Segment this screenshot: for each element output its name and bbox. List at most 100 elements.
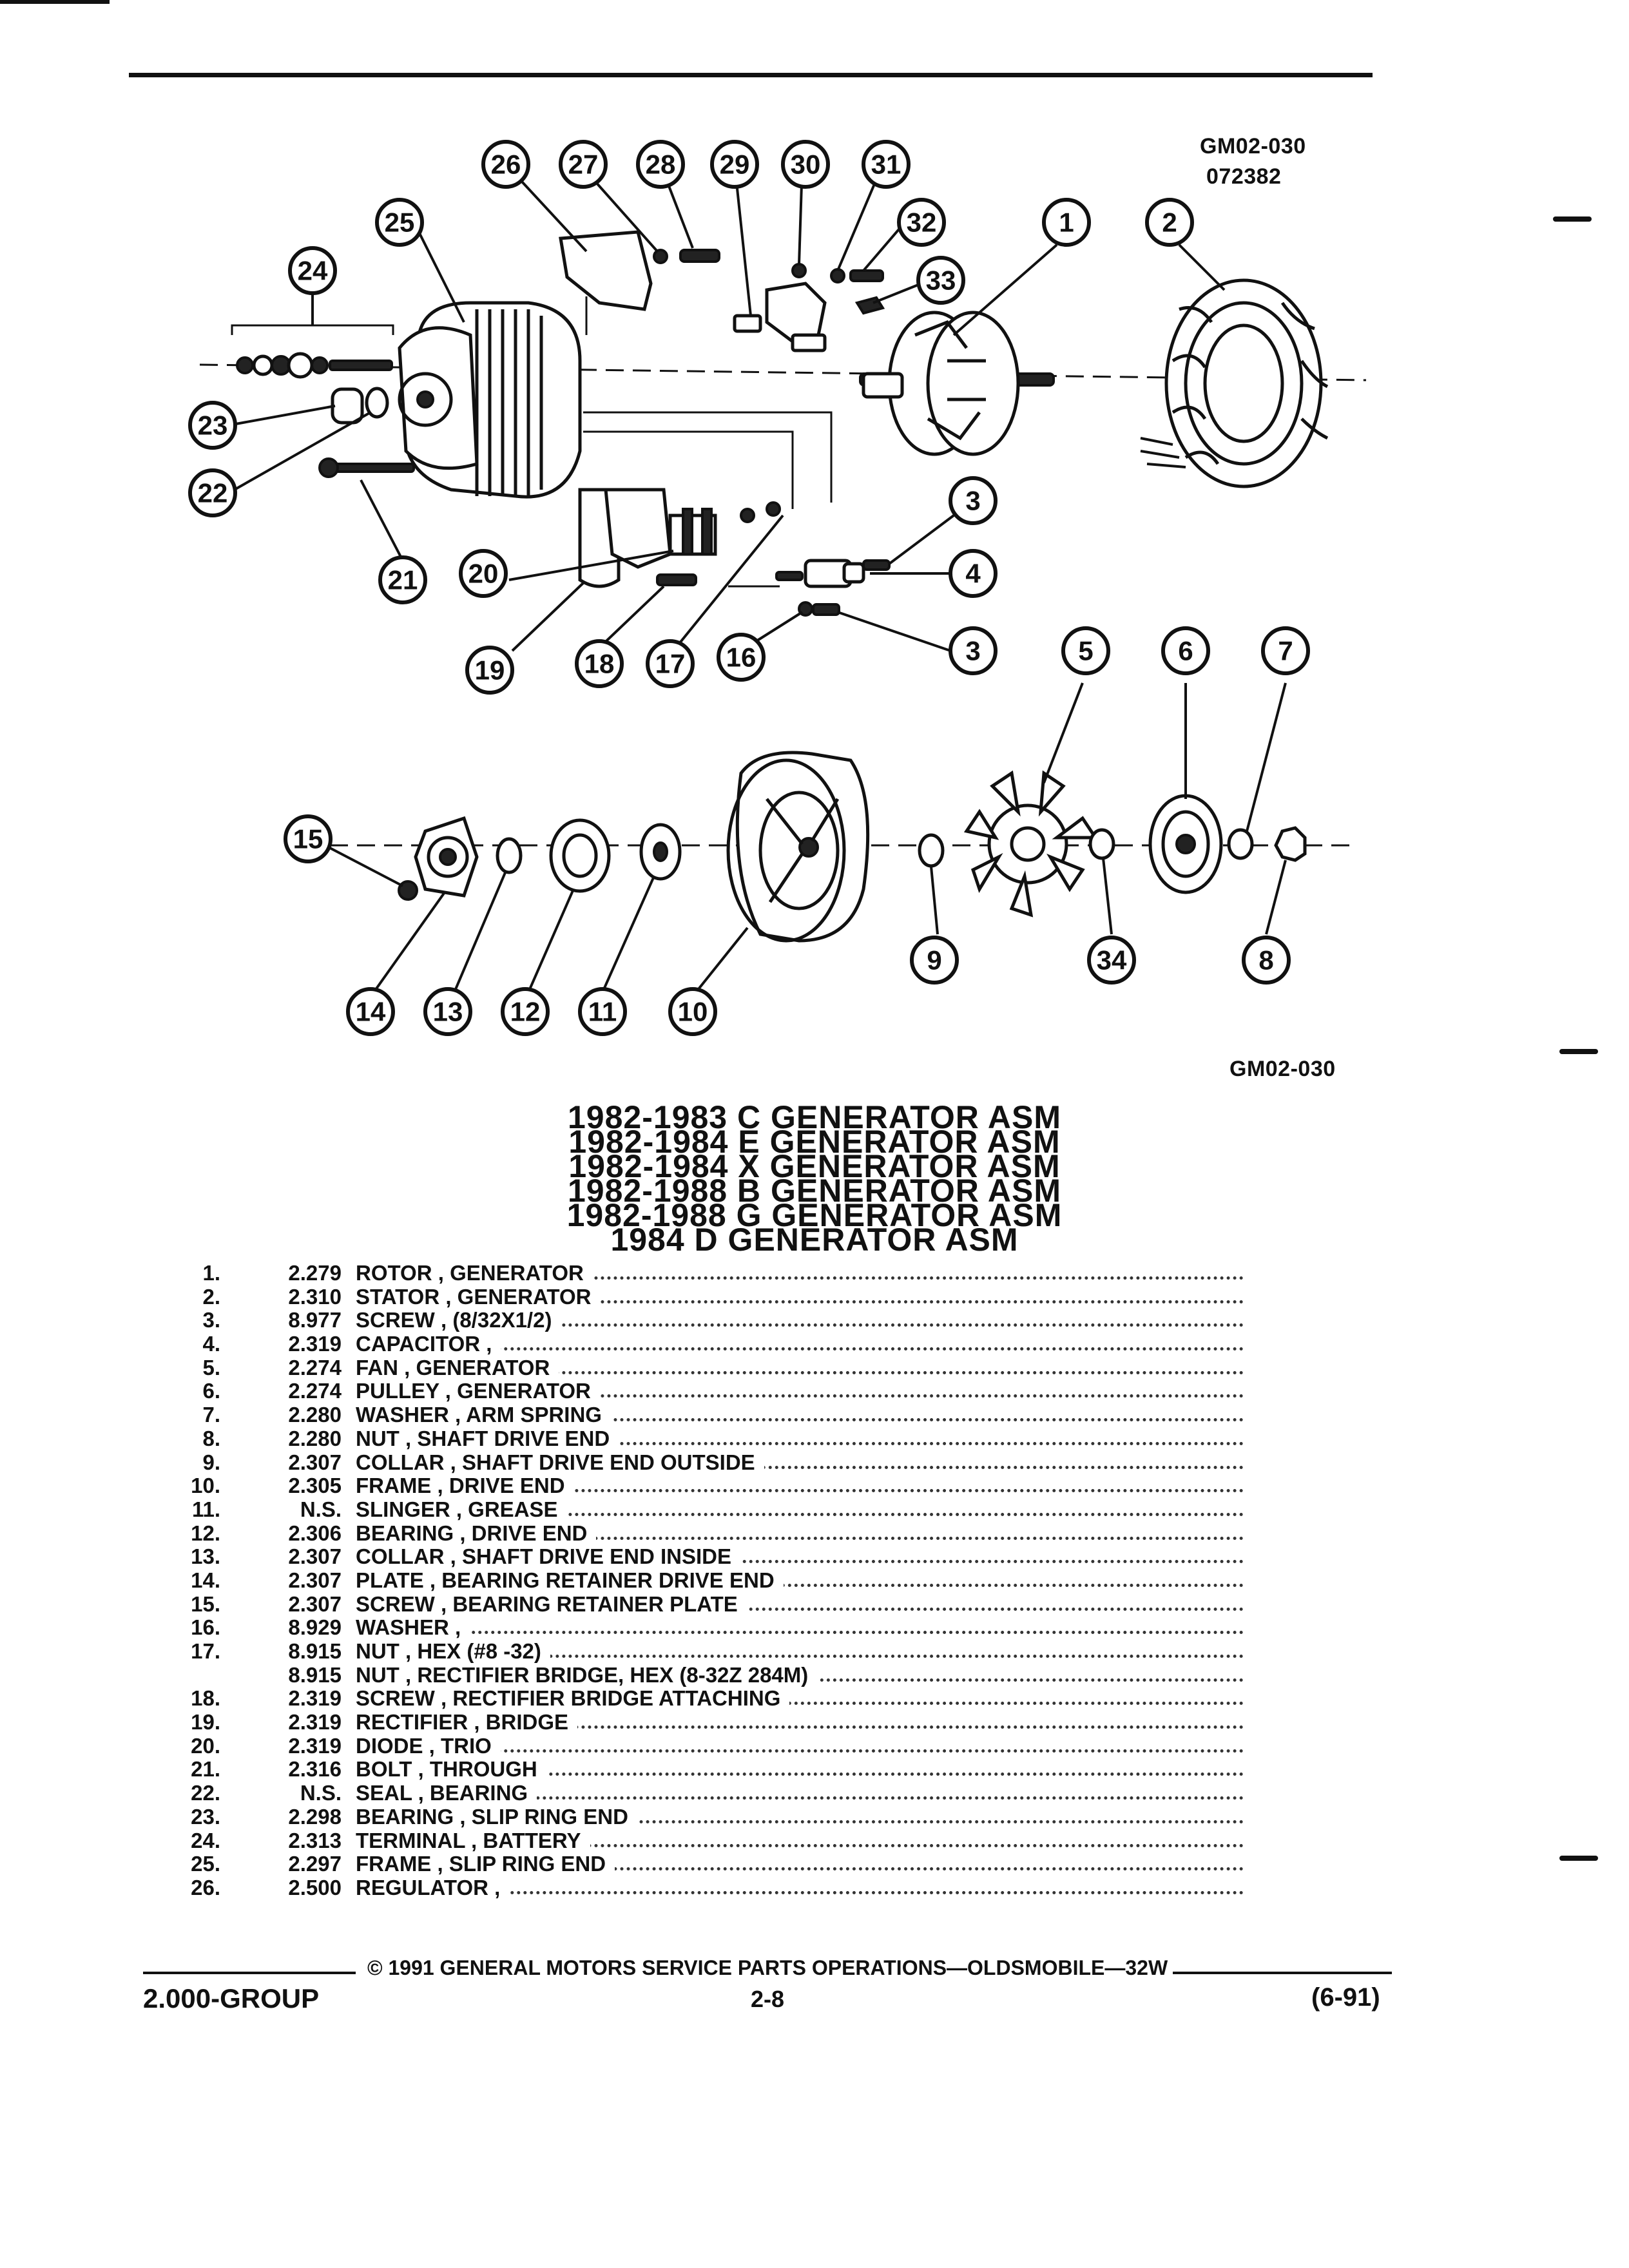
outside-collar-part <box>918 833 945 868</box>
svg-text:2: 2 <box>1162 207 1177 238</box>
footer-rule-left <box>143 1972 356 1974</box>
item-number: 25. <box>191 1852 220 1876</box>
svg-text:9: 9 <box>927 945 941 975</box>
svg-text:34: 34 <box>1097 945 1127 975</box>
callout-6: 6 <box>1161 626 1210 675</box>
figure-date: 072382 <box>1206 164 1282 189</box>
part-description: SCREW , BEARING RETAINER PLATE <box>356 1592 747 1616</box>
part-description: FRAME , SLIP RING END <box>356 1852 615 1876</box>
part-description: FRAME , DRIVE END <box>356 1474 574 1498</box>
part-description: WASHER , ARM SPRING <box>356 1403 611 1427</box>
rectifier-bridge-part <box>578 488 672 588</box>
callout-10: 10 <box>668 987 717 1036</box>
parts-row: 11.N.S.SLINGER , GREASE <box>180 1497 1244 1522</box>
item-number: 7. <box>202 1403 220 1427</box>
group-code: 2.319 <box>288 1332 342 1356</box>
rectifier-screw-part <box>656 573 697 586</box>
assembly-title: 1982-1988 G GENERATOR ASM <box>566 1197 1063 1233</box>
upper-axis-line <box>199 363 1367 381</box>
parts-row: 25. 2.297 FRAME , SLIP RING END <box>180 1852 1244 1876</box>
top-corner-rule <box>0 0 110 4</box>
group-code: 2.306 <box>288 1521 342 1545</box>
shaft-nut-part <box>1274 826 1307 862</box>
callout-5: 5 <box>1061 626 1110 675</box>
item-number: 12. <box>191 1521 220 1545</box>
bearing-seal-part <box>365 387 389 419</box>
group-code: 2.297 <box>288 1852 342 1876</box>
parts-row: 22.N.S.SEAL , BEARING <box>180 1782 1244 1805</box>
collar-34-part <box>1088 828 1115 860</box>
svg-text:30: 30 <box>791 149 821 180</box>
callout-18: 18 <box>575 639 624 688</box>
callout-33: 33 <box>916 256 965 305</box>
item-number: 23. <box>191 1804 220 1829</box>
svg-text:32: 32 <box>907 207 937 238</box>
group-code: 8.915 <box>288 1639 342 1663</box>
item-number: 8. <box>202 1426 220 1450</box>
callout-7: 7 <box>1261 626 1310 675</box>
svg-text:4: 4 <box>965 559 981 589</box>
item-number: 19. <box>191 1710 220 1735</box>
part-description: NUT , HEX (#8 -32) <box>356 1640 550 1663</box>
margin-mark <box>1553 216 1592 222</box>
group-code: 2.280 <box>288 1426 342 1450</box>
page-number: 2-8 <box>751 1986 785 2012</box>
callout-3: 3 <box>949 476 998 525</box>
callout-31: 31 <box>862 140 911 189</box>
battery-terminal-parts <box>236 352 393 379</box>
callout-32: 32 <box>897 198 946 247</box>
part-description: STATOR , GENERATOR <box>356 1285 601 1309</box>
margin-mark <box>1559 1049 1598 1054</box>
item-number: 24. <box>191 1828 220 1852</box>
frame-guide-lines <box>583 411 833 509</box>
assembly-title: 1984 D GENERATOR ASM <box>610 1222 1019 1258</box>
svg-text:27: 27 <box>568 149 599 180</box>
part-description: SCREW , (8/32X1/2) <box>356 1309 561 1332</box>
callout-34: 34 <box>1087 936 1136 985</box>
svg-text:1: 1 <box>1059 207 1074 238</box>
group-code: N.S. <box>300 1497 342 1521</box>
callout-24: 24 <box>288 246 337 295</box>
drive-end-frame-part <box>726 751 870 943</box>
callout-23: 23 <box>188 401 237 450</box>
item-number: 1. <box>202 1261 220 1285</box>
regulator-part <box>559 230 653 311</box>
group-code: 2.298 <box>288 1804 342 1829</box>
item-number: 22. <box>191 1781 220 1805</box>
svg-text:31: 31 <box>871 149 901 180</box>
pulley-part <box>1148 794 1223 894</box>
through-bolt-part <box>329 463 415 473</box>
capacitor-screw-part <box>812 603 840 616</box>
svg-text:14: 14 <box>356 997 386 1027</box>
group-code: 2.316 <box>288 1757 342 1782</box>
item-number: 15. <box>191 1591 220 1616</box>
part-description: BEARING , DRIVE END <box>356 1521 597 1545</box>
group-code: 2.307 <box>288 1591 342 1616</box>
callout-30: 30 <box>781 140 830 189</box>
diode-trio-part <box>668 501 781 556</box>
parts-row: 15. 2.307 SCREW , BEARING RETAINER PLATE <box>180 1591 1244 1617</box>
svg-text:3: 3 <box>965 636 980 666</box>
group-code: 2.500 <box>288 1875 342 1899</box>
part-description: WASHER , <box>356 1616 470 1640</box>
callout-4: 4 <box>949 549 998 598</box>
callout-bubbles: 1 2 3 3 4 5 6 7 8 9 10 11 12 13 14 15 16… <box>188 140 1310 1036</box>
callout-2: 2 <box>1145 198 1194 247</box>
svg-text:29: 29 <box>720 149 750 180</box>
part-description: SEAL , BEARING <box>356 1782 537 1805</box>
item-number: 9. <box>202 1450 220 1474</box>
group-code: 2.319 <box>288 1686 342 1711</box>
svg-text:10: 10 <box>678 997 708 1027</box>
footer-rule-right <box>1173 1972 1392 1974</box>
